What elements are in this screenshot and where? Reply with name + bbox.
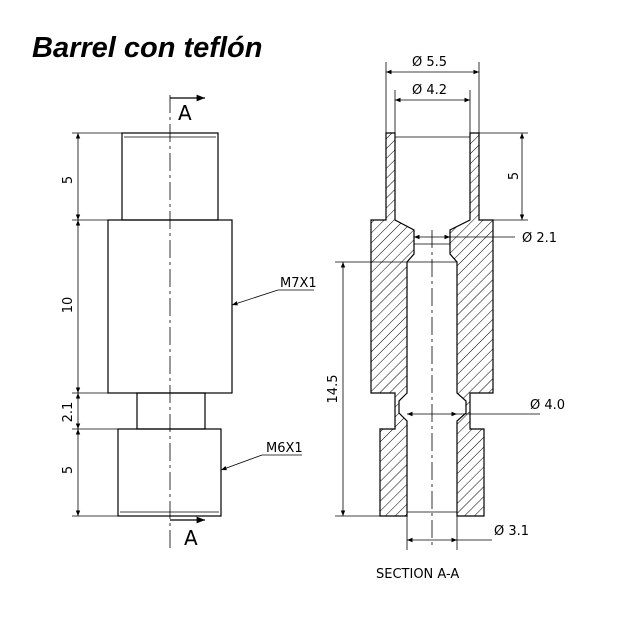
dia-narrow: Ø 2.1	[522, 231, 557, 246]
thread-label-m7: M7X1	[280, 276, 317, 291]
section-mark-bottom: A	[184, 526, 198, 550]
section-mark-top: A	[178, 101, 192, 125]
dim-top-length: 5	[61, 176, 76, 184]
dim-top-depth: 5	[507, 172, 522, 180]
dia-bore: Ø 4.0	[530, 398, 565, 413]
dim-bore-length: 14.5	[326, 375, 341, 404]
neck	[136, 392, 206, 430]
dim-neck-length: 2.1	[61, 402, 76, 423]
drawing-title: Barrel con teflón	[32, 32, 263, 64]
dim-bottom-length: 5	[61, 466, 76, 474]
threaded-end-m6	[117, 428, 222, 517]
dia-bottom: Ø 3.1	[494, 524, 529, 539]
section-caption: SECTION A-A	[376, 567, 459, 582]
dim-middle-length: 10	[61, 297, 76, 314]
hatched-wall-left	[370, 132, 415, 517]
thread-label-m6: M6X1	[266, 441, 303, 456]
hatched-wall-right	[449, 132, 494, 517]
side-view	[72, 94, 314, 552]
dia-inner-top: Ø 4.2	[412, 83, 447, 98]
dia-outer-top: Ø 5.5	[412, 55, 447, 70]
section-view	[335, 62, 540, 550]
